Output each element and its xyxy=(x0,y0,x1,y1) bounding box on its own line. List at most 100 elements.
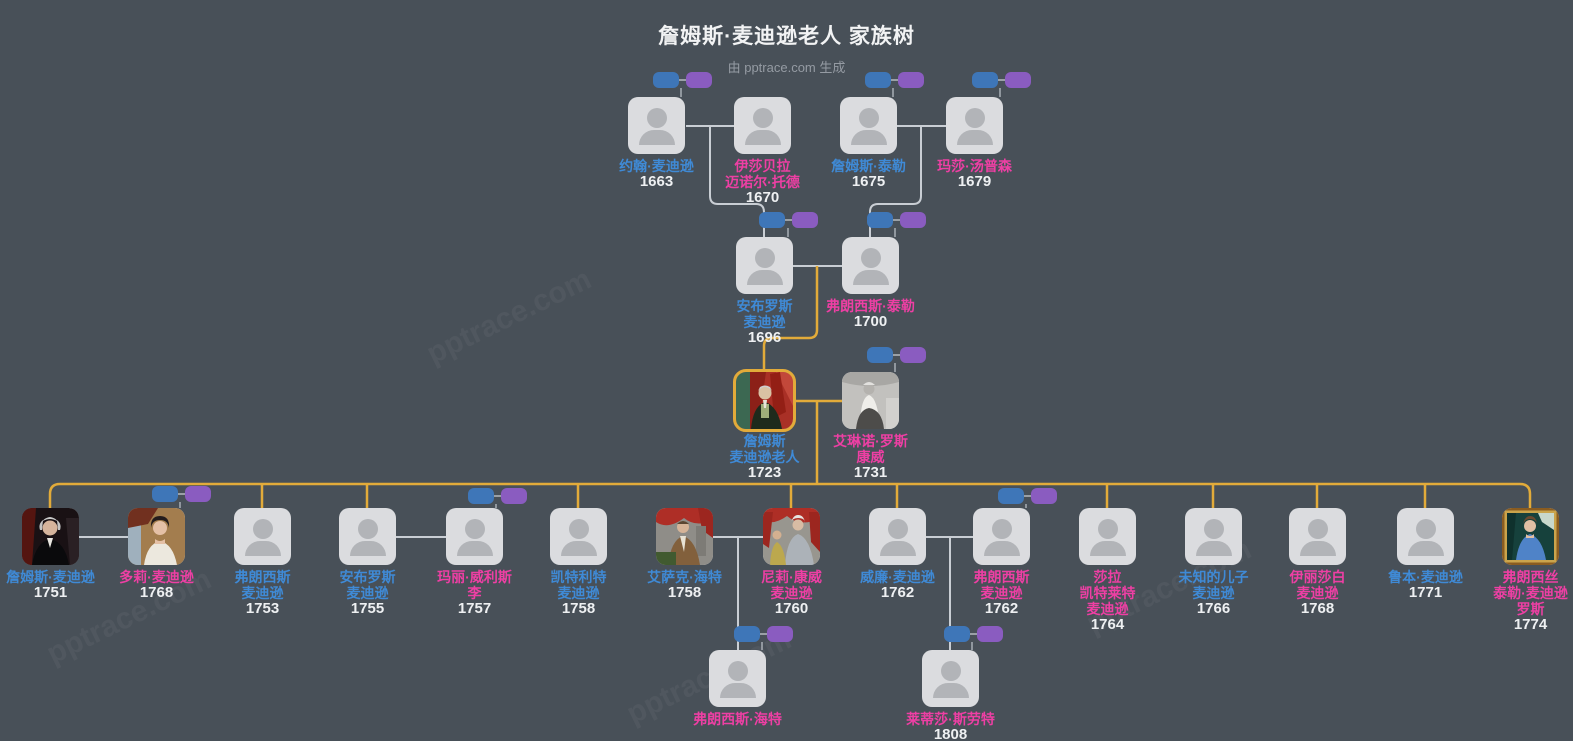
avatar-placeholder-icon xyxy=(719,683,756,698)
person-avatar[interactable] xyxy=(339,508,396,565)
person-avatar[interactable] xyxy=(734,97,791,154)
toggle-tie xyxy=(178,493,185,495)
person-portrait[interactable] xyxy=(1502,508,1559,565)
person-avatar[interactable] xyxy=(922,650,979,707)
toggle-blue-pill[interactable] xyxy=(734,626,760,642)
toggle-blue-pill[interactable] xyxy=(759,212,785,228)
page-title: 詹姆斯·麦迪逊老人 家族树 xyxy=(658,25,915,48)
avatar-placeholder-icon xyxy=(1307,519,1328,539)
person-portrait[interactable] xyxy=(763,508,820,565)
expand-toggle[interactable] xyxy=(152,486,211,502)
person-avatar[interactable] xyxy=(1397,508,1454,565)
person-portrait[interactable] xyxy=(22,508,79,565)
expand-toggle[interactable] xyxy=(972,72,1031,88)
person-name: 艾琳诺·罗斯 康威 xyxy=(833,433,908,465)
person-avatar[interactable] xyxy=(842,237,899,294)
person-avatar[interactable] xyxy=(946,97,1003,154)
toggle-purple-pill[interactable] xyxy=(501,488,527,504)
toggle-blue-pill[interactable] xyxy=(867,347,893,363)
toggle-purple-pill[interactable] xyxy=(900,347,926,363)
person-name: 多莉·麦迪逊 xyxy=(119,569,194,585)
toggle-tie xyxy=(970,633,977,635)
person-avatar[interactable] xyxy=(973,508,1030,565)
avatar-placeholder-icon xyxy=(568,519,589,539)
expand-toggle[interactable] xyxy=(867,212,926,228)
avatar-placeholder-icon xyxy=(887,519,908,539)
avatar-placeholder-icon xyxy=(746,270,783,285)
expand-toggle[interactable] xyxy=(468,488,527,504)
toggle-blue-pill[interactable] xyxy=(468,488,494,504)
avatar-placeholder-icon xyxy=(646,108,667,128)
avatar-placeholder-icon xyxy=(852,270,889,285)
avatar-placeholder-icon xyxy=(638,130,675,145)
person-portrait[interactable] xyxy=(733,369,796,432)
person-year: 1670 xyxy=(745,189,780,206)
toggle-purple-pill[interactable] xyxy=(977,626,1003,642)
avatar-placeholder-icon xyxy=(940,661,961,681)
expand-toggle[interactable] xyxy=(867,347,926,363)
toggle-blue-pill[interactable] xyxy=(944,626,970,642)
avatar-placeholder-icon xyxy=(754,248,775,268)
person-avatar[interactable] xyxy=(736,237,793,294)
toggle-purple-pill[interactable] xyxy=(185,486,211,502)
portrait-james-madison-sr xyxy=(736,372,793,429)
toggle-purple-pill[interactable] xyxy=(767,626,793,642)
portrait-isaac-hite xyxy=(656,508,713,565)
person-avatar[interactable] xyxy=(1185,508,1242,565)
toggle-tie xyxy=(785,219,792,221)
person-avatar[interactable] xyxy=(869,508,926,565)
header: 詹姆斯·麦迪逊老人 家族树 由 pptrace.com 生成 xyxy=(0,20,1573,76)
toggle-purple-pill[interactable] xyxy=(900,212,926,228)
person-avatar[interactable] xyxy=(550,508,607,565)
person-year: 1700 xyxy=(853,313,888,330)
person-name: 鲁本·麦迪逊 xyxy=(1388,569,1463,585)
toggle-purple-pill[interactable] xyxy=(898,72,924,88)
person-year: 1768 xyxy=(139,584,174,601)
portrait-nelly-conway-madison xyxy=(763,508,820,565)
person-avatar[interactable] xyxy=(628,97,685,154)
expand-toggle[interactable] xyxy=(865,72,924,88)
expand-toggle[interactable] xyxy=(998,488,1057,504)
avatar-placeholder-icon xyxy=(1415,519,1436,539)
person-year: 1758 xyxy=(667,584,702,601)
toggle-blue-pill[interactable] xyxy=(972,72,998,88)
expand-toggle[interactable] xyxy=(734,626,793,642)
person-avatar[interactable] xyxy=(840,97,897,154)
person-year: 1768 xyxy=(1300,600,1335,617)
person-portrait[interactable] xyxy=(656,508,713,565)
toggle-blue-pill[interactable] xyxy=(998,488,1024,504)
toggle-purple-pill[interactable] xyxy=(686,72,712,88)
person-name: 詹姆斯·麦迪逊 xyxy=(6,569,95,585)
person-portrait[interactable] xyxy=(842,372,899,429)
toggle-blue-pill[interactable] xyxy=(865,72,891,88)
person-year: 1771 xyxy=(1408,584,1443,601)
toggle-blue-pill[interactable] xyxy=(653,72,679,88)
avatar-placeholder-icon xyxy=(252,519,273,539)
portrait-eleanor-rose-conway xyxy=(842,372,899,429)
expand-toggle[interactable] xyxy=(759,212,818,228)
person-avatar[interactable] xyxy=(1289,508,1346,565)
toggle-blue-pill[interactable] xyxy=(152,486,178,502)
person-avatar[interactable] xyxy=(234,508,291,565)
toggle-blue-pill[interactable] xyxy=(867,212,893,228)
expand-toggle[interactable] xyxy=(653,72,712,88)
avatar-placeholder-icon xyxy=(1195,541,1232,556)
toggle-purple-pill[interactable] xyxy=(1031,488,1057,504)
avatar-placeholder-icon xyxy=(956,130,993,145)
person-avatar[interactable] xyxy=(1079,508,1136,565)
toggle-purple-pill[interactable] xyxy=(792,212,818,228)
person-portrait[interactable] xyxy=(128,508,185,565)
toggle-purple-pill[interactable] xyxy=(1005,72,1031,88)
person-avatar[interactable] xyxy=(446,508,503,565)
person-avatar[interactable] xyxy=(709,650,766,707)
expand-toggle[interactable] xyxy=(944,626,1003,642)
person-year: 1755 xyxy=(350,600,385,617)
